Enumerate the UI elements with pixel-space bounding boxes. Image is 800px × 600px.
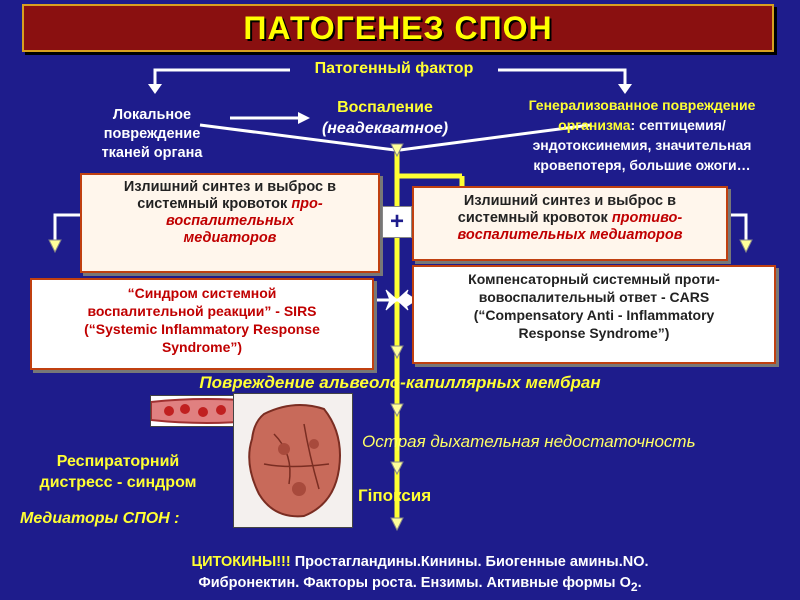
pathogenic-factor-label: Патогенный фактор [290, 60, 498, 78]
mediators-label: Медиаторы СПОН : [20, 510, 180, 527]
arrowhead-icon [148, 84, 162, 94]
local-damage-label: Локальнoе повреждение тканей органа [101, 107, 203, 161]
rds-label: Респираторний дистресс - синдром [39, 453, 197, 491]
factor-right-line [498, 68, 627, 88]
factor-left-line [153, 68, 290, 88]
anti-inflammatory-box: Излишний синтез и выброс в системный кро… [412, 186, 728, 261]
arrowhead-icon [618, 84, 632, 94]
membrane-damage-label: Повреждение альвеоло-капиллярных мембран [199, 373, 601, 392]
sirs-box: “Синдром системной воспалительной реакци… [30, 278, 374, 370]
hypoxia-label: Гіпоксия [358, 486, 432, 505]
cars-box: Компенсаторный системный проти- вовоспал… [412, 265, 776, 364]
mediators-list: ЦИТОКИНЫ!!! Простагландины.Кинины. Биоге… [191, 554, 649, 594]
lung-image [233, 393, 353, 528]
down-arrows [48, 143, 753, 532]
generalized-damage-label: Генерализованное повреждение организма: … [528, 97, 756, 173]
plus-sign-box: + [382, 206, 412, 238]
arrowhead-icon [298, 112, 310, 124]
title-bar: ПАТОГЕНЕЗ СПОН [22, 4, 774, 52]
inflammation-label: Воспаление (неадекватное) [321, 99, 449, 137]
page-title: ПАТОГЕНЕЗ СПОН [243, 9, 553, 46]
resp-failure-label: Острая дыхательная недостаточность [362, 432, 696, 451]
pro-inflammatory-box: Излишний синтез и выброс в системный кро… [80, 173, 380, 273]
